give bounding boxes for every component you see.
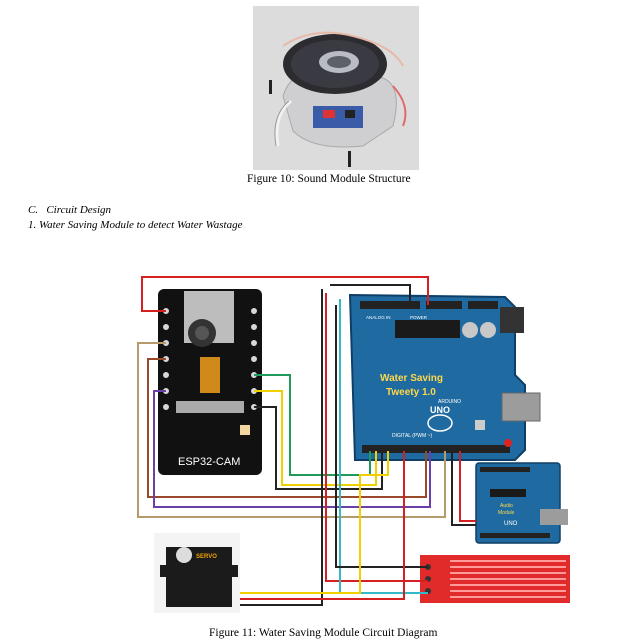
arduino-uno-board: Water Saving Tweety 1.0 UNO ARDUINO DIGI… <box>348 293 541 461</box>
audio-brand: UNO <box>504 521 518 527</box>
uno-title-line2: Tweety 1.0 <box>386 387 436 398</box>
figure-10-caption: Figure 10: Sound Module Structure <box>247 173 411 185</box>
esp32-cam-board: ESP32-CAM <box>158 289 262 475</box>
uno-title-line1: Water Saving <box>380 373 443 384</box>
servo-label: SERVO <box>196 554 217 560</box>
uno-arduino: ARDUINO <box>438 399 461 405</box>
uno-brand: UNO <box>430 405 450 415</box>
sound-module-photo <box>253 6 419 170</box>
section-heading: C. Circuit Design <box>28 204 112 216</box>
uno-power: POWER <box>410 315 428 320</box>
section-subheading: 1. Water Saving Module to detect Water W… <box>28 219 243 231</box>
esp-label: ESP32-CAM <box>178 456 240 468</box>
uno-analog: ANALOG IN <box>366 315 391 320</box>
figure-11-caption: Figure 11: Water Saving Module Circuit D… <box>209 627 438 639</box>
servo-motor: SERVO <box>154 533 240 613</box>
circuit-diagram: Water Saving Tweety 1.0 UNO ARDUINO DIGI… <box>130 275 570 615</box>
uno-digital: DIGITAL (PWM ~) <box>392 433 432 439</box>
audio-label-line1: Audio <box>500 503 513 509</box>
audio-module-board: Audio Module UNO <box>475 462 568 544</box>
water-sensor <box>420 555 570 603</box>
audio-label-line2: Module <box>498 510 515 516</box>
